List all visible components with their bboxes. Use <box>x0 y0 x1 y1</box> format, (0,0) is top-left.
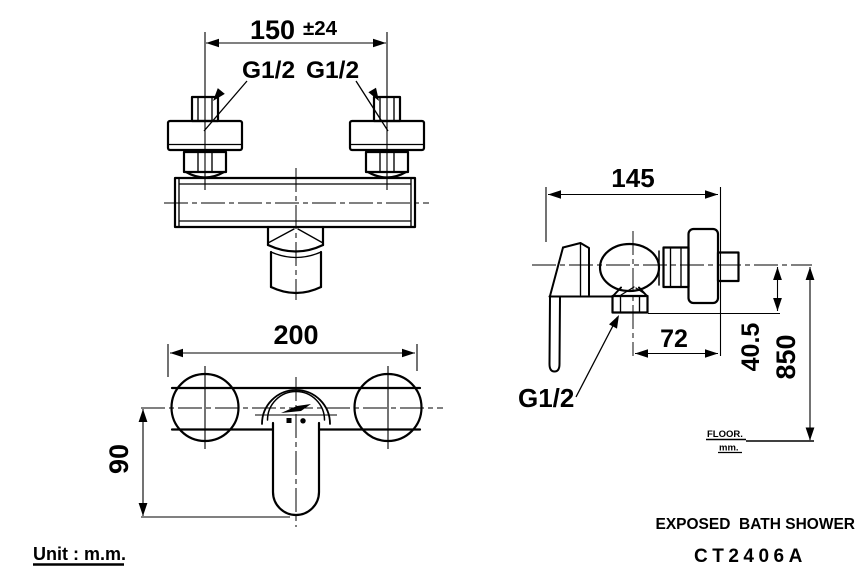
outlet-shoulder <box>612 286 648 297</box>
side-view: 145 72 <box>518 163 815 454</box>
dimension-mounting-height: 850 <box>771 267 815 441</box>
nut-facets <box>197 151 213 173</box>
arrowhead-leader <box>609 315 619 329</box>
shower-outlet-side <box>611 286 649 314</box>
arrowhead-left <box>170 348 183 358</box>
depth-value: 145 <box>611 163 654 193</box>
dimension-handle-drop: 90 <box>104 409 290 518</box>
outlet-drop-value: 40.5 <box>737 323 765 372</box>
arrowhead-right <box>705 190 718 199</box>
nipple-facets <box>619 295 641 314</box>
transition-facets <box>267 228 324 244</box>
wall-flange <box>687 227 720 305</box>
supply-spacing-value: 150 <box>250 15 295 45</box>
front-view: 200 90 <box>104 320 443 527</box>
lever-hub-edge <box>549 246 564 297</box>
leader-line-right <box>355 80 389 132</box>
unit-note: Unit : m.m. <box>33 544 126 564</box>
lever-handle-side <box>548 242 614 373</box>
extension-lines <box>545 187 722 356</box>
left-thread-label: G1/2 <box>242 57 295 84</box>
nut-facets <box>197 96 213 122</box>
eccentric-flange <box>166 119 244 152</box>
dimension-depth: 145 <box>545 163 722 356</box>
nut-facets <box>379 151 395 173</box>
eccentric-connector-left <box>166 95 244 179</box>
supply-pipe <box>716 251 740 283</box>
centerlines-side <box>532 231 812 356</box>
lever-blade <box>548 295 561 373</box>
annotations: Unit : m.m. EXPOSED BATH SHOWER CT2406A <box>33 516 855 567</box>
lever-hub <box>562 242 590 296</box>
body-width-value: 200 <box>273 320 318 350</box>
lock-nut <box>182 150 228 174</box>
mounting-height-value: 850 <box>771 334 801 379</box>
handle-drop-value: 90 <box>104 444 134 474</box>
hot-indicator-dot <box>300 418 306 424</box>
arrowhead-bottom <box>805 427 815 441</box>
leader-line <box>575 316 619 398</box>
nut-facets <box>379 96 395 122</box>
arrowhead-top <box>773 267 782 280</box>
floor-unit-label: mm. <box>719 443 739 454</box>
dimension-outlet-drop: 40.5 <box>648 267 782 371</box>
floor-label: FLOOR. <box>707 429 743 440</box>
outlet-offset-value: 72 <box>660 325 688 353</box>
arrowhead-top <box>138 409 148 422</box>
outlet-nipple <box>611 294 649 314</box>
shoulder-facets <box>620 286 646 296</box>
leader-line-left <box>203 80 248 132</box>
connector-nut-side <box>662 246 690 289</box>
floor-marker: FLOOR. mm. <box>706 429 814 454</box>
dimension-body-width: 200 <box>167 320 418 377</box>
arrowhead-right <box>402 348 415 358</box>
extension-lines <box>167 344 418 377</box>
thread-labels: G1/2 G1/2 <box>203 57 389 132</box>
lock-nut <box>364 150 410 174</box>
arrowhead-left <box>635 349 648 358</box>
eccentric-flange <box>348 119 426 152</box>
model-code: CT2406A <box>694 546 807 567</box>
dimension-outlet-offset: 72 <box>635 325 718 358</box>
arrowhead-bottom <box>138 503 148 516</box>
outlet-cylinder <box>269 250 323 289</box>
outlet-thread-label: G1/2 <box>518 383 574 413</box>
arrowhead-left <box>548 190 561 199</box>
cold-indicator-dot <box>286 418 292 423</box>
dimension-supply-spacing: 150 ±24 <box>204 15 388 190</box>
transition-sides <box>266 225 325 247</box>
supply-spacing-tolerance: ±24 <box>303 17 338 40</box>
product-title: EXPOSED BATH SHOWER <box>655 516 855 533</box>
bar-edge-lines <box>178 177 412 228</box>
arrowhead-top <box>805 267 815 280</box>
temperature-lever-mark <box>281 404 311 413</box>
centerlines-top <box>164 168 429 300</box>
right-thread-label: G1/2 <box>306 57 359 84</box>
nut-facets <box>669 246 682 288</box>
centerlines-front <box>141 377 443 527</box>
arrowhead-left <box>206 38 219 48</box>
arrowhead-right <box>705 349 718 358</box>
valve-body <box>598 242 661 293</box>
arrowhead-bottom <box>773 298 782 311</box>
outlet-thread-callout: G1/2 <box>518 315 619 413</box>
arrowhead-right <box>373 38 386 48</box>
top-view: 150 ±24 G1/2 G1/2 <box>164 15 429 300</box>
